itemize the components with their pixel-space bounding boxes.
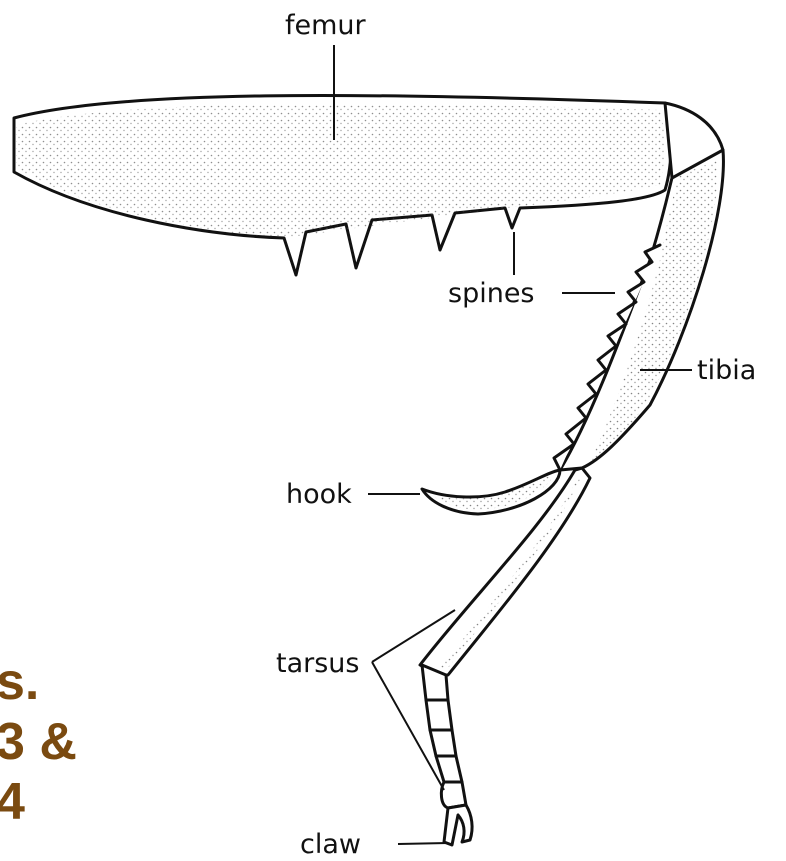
tarsus-label: tarsus (276, 648, 359, 679)
tibia-label: tibia (697, 355, 756, 386)
claw-label: claw (300, 829, 361, 860)
claw-tip (444, 805, 472, 845)
side-text-line-2: 3 & (0, 712, 77, 772)
side-text-line-3: 4 (0, 772, 25, 832)
femur-segment (14, 95, 723, 275)
femur-label: femur (285, 10, 367, 41)
claw-leader (398, 843, 448, 844)
hook-label: hook (286, 479, 352, 510)
hook-claw (422, 470, 560, 514)
side-text-line-1: s. (0, 652, 39, 712)
tarsus-segment (420, 468, 590, 808)
spines-label: spines (448, 278, 535, 309)
